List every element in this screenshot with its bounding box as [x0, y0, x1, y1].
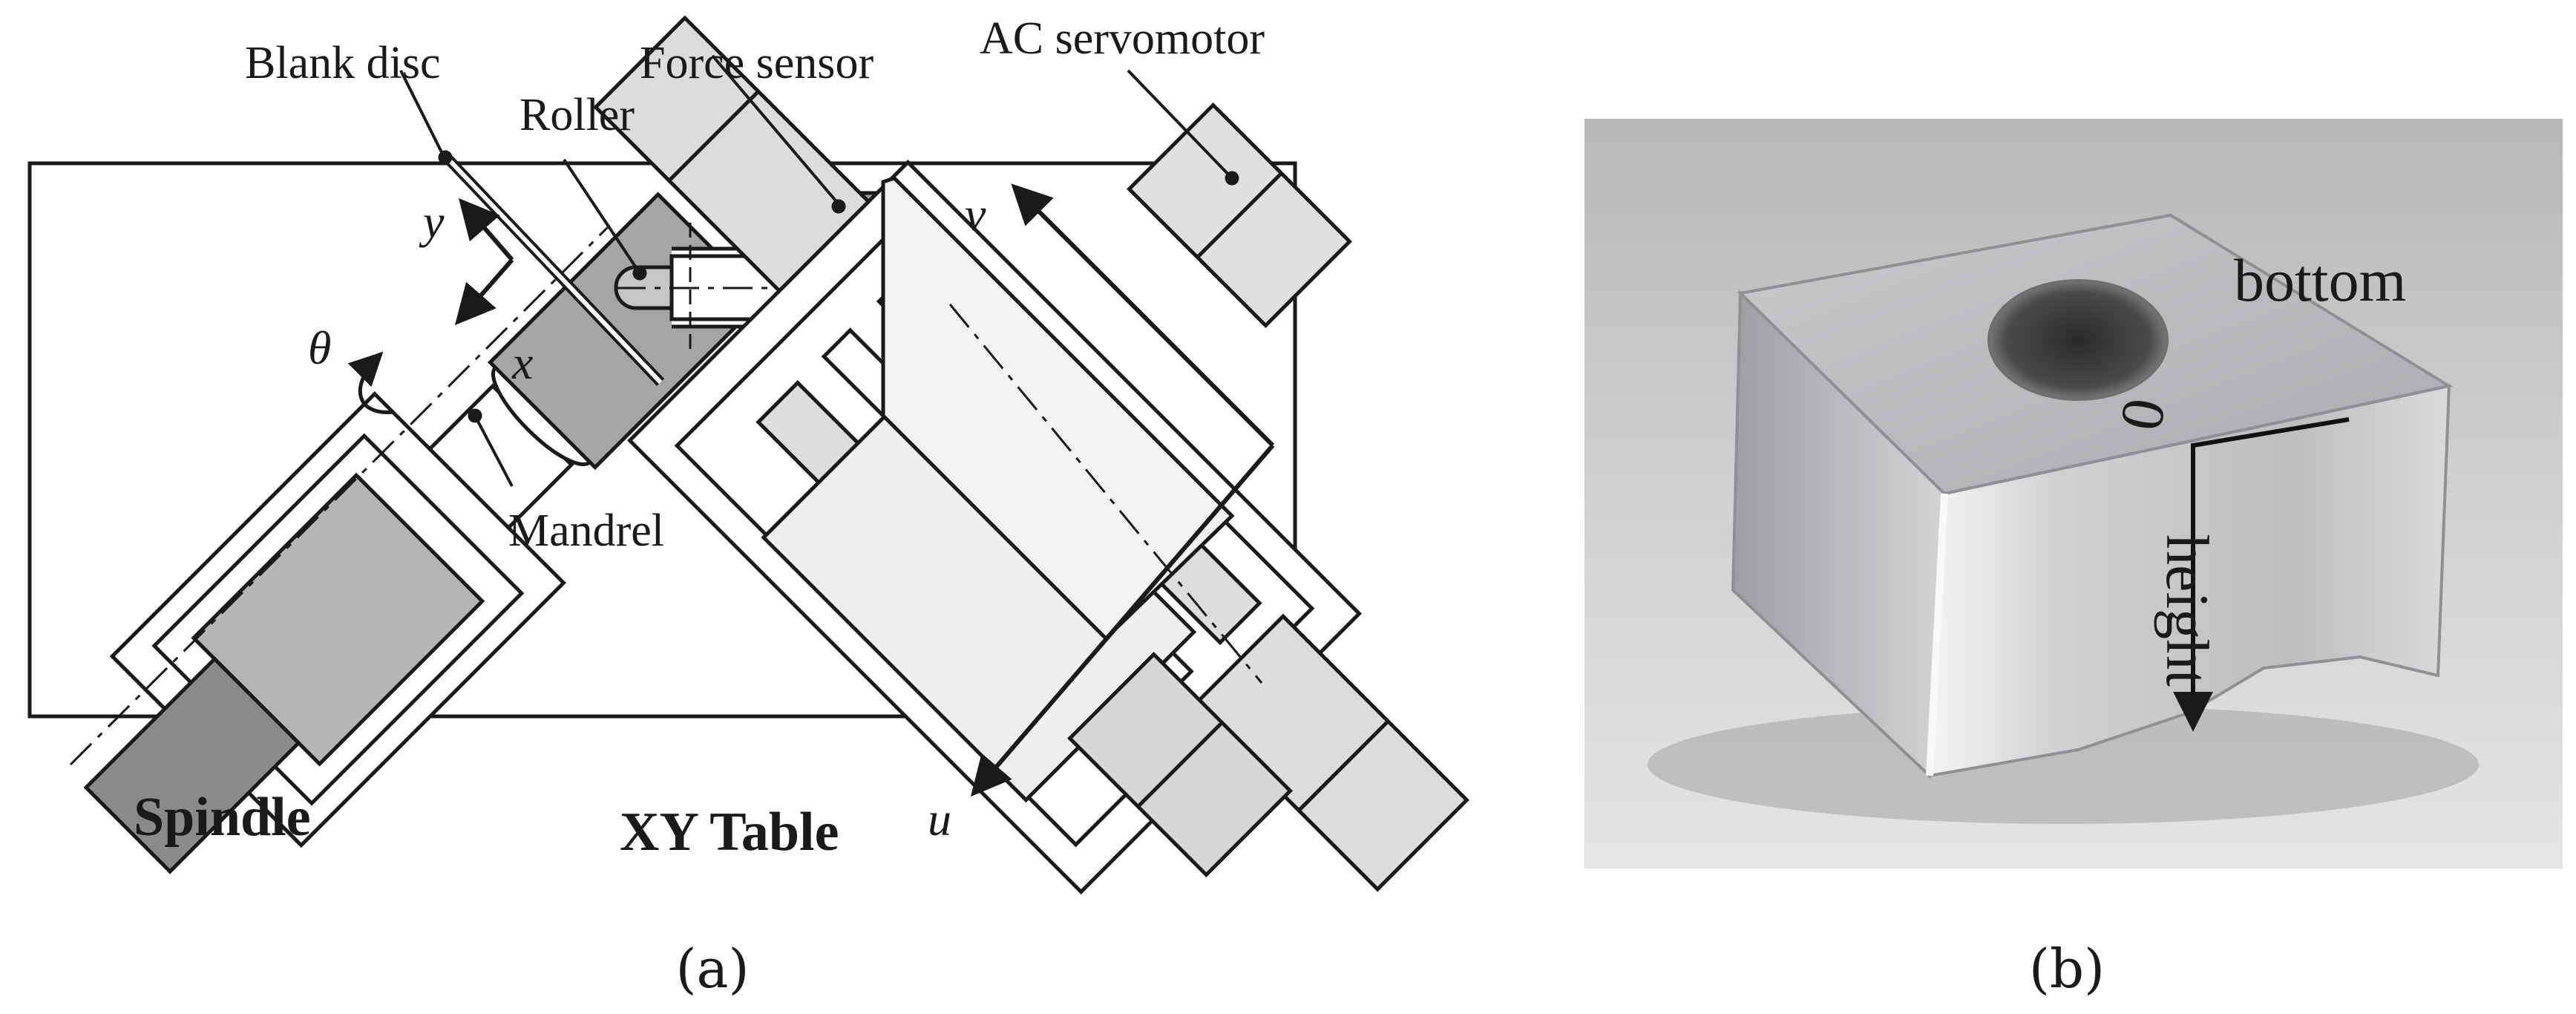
label-bottom: bottom [2234, 246, 2406, 314]
box-front-face [1927, 384, 2451, 778]
spindle-centerline [69, 225, 610, 766]
axis-label-x: x [511, 336, 533, 389]
label-ac-servomotor: AC servomotor [980, 13, 1265, 64]
label-spindle: Spindle [134, 787, 311, 848]
ac-servomotor [1126, 102, 1353, 329]
photo-shadow [1648, 705, 2479, 824]
label-height: height [2154, 534, 2221, 687]
box-hole [1987, 279, 2169, 401]
xy-centerline [948, 304, 1263, 684]
caption-a: (a) [675, 938, 749, 1000]
theta-rotation-arrow [347, 351, 394, 414]
lower-motor [1066, 651, 1294, 878]
label-mandrel: Mandrel [508, 506, 664, 556]
box-front-edge [1926, 493, 1948, 776]
axis-label-u: u [928, 793, 951, 845]
slide-block [881, 176, 1235, 641]
x-axis-arrow [454, 258, 514, 326]
label-roller: Roller [520, 90, 635, 140]
label-xy-table: XY Table [620, 802, 839, 863]
y-axis-arrow [458, 197, 514, 261]
axis-label-theta: θ [308, 321, 331, 374]
u-axis-arrow [970, 444, 1275, 797]
panel-a-diagram [27, 15, 1469, 894]
label-blank-disc: Blank disc [245, 38, 440, 88]
spindle-assembly [83, 192, 766, 874]
axis-label-v: v [965, 188, 986, 241]
label-force-sensor: Force sensor [640, 38, 874, 88]
caption-b: (b) [2029, 938, 2105, 1000]
v-axis-arrow [1011, 183, 1275, 448]
axis-label-y: y [419, 195, 445, 248]
panel-b-photo [1584, 119, 2563, 869]
height-marker-line [2173, 417, 2350, 732]
